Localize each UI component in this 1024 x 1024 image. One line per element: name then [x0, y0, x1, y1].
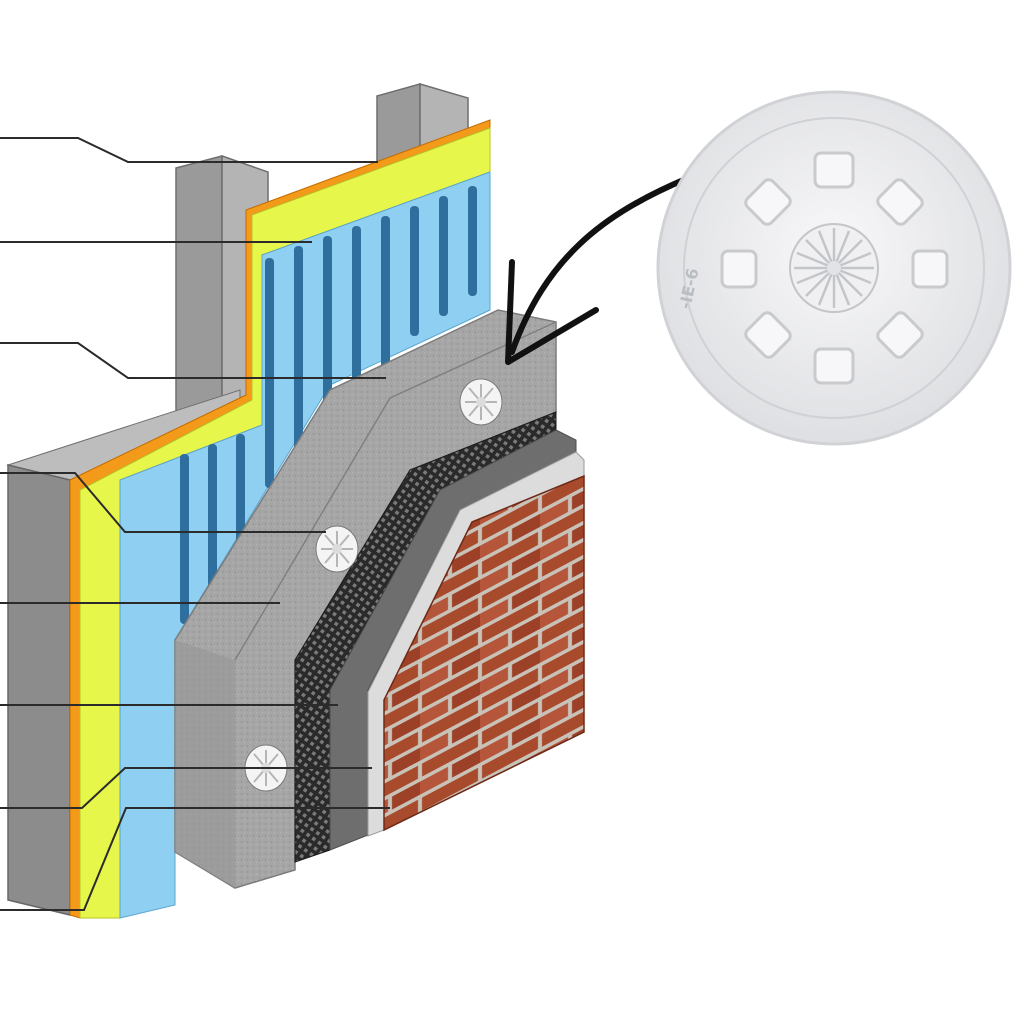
leader-line	[0, 767, 372, 809]
leader-line	[0, 807, 390, 911]
leader-line	[0, 472, 326, 533]
brick-finish-layer	[383, 474, 585, 832]
fastener-disk-closeup: -IE-6	[656, 90, 1012, 446]
callout-arrow	[505, 175, 691, 365]
fastener-disk	[315, 525, 359, 573]
leader-line	[0, 342, 386, 379]
fastener-disk	[459, 378, 503, 426]
leader-line	[0, 137, 378, 163]
leader-lines	[0, 137, 390, 911]
steel-stud-layer	[6, 83, 469, 916]
